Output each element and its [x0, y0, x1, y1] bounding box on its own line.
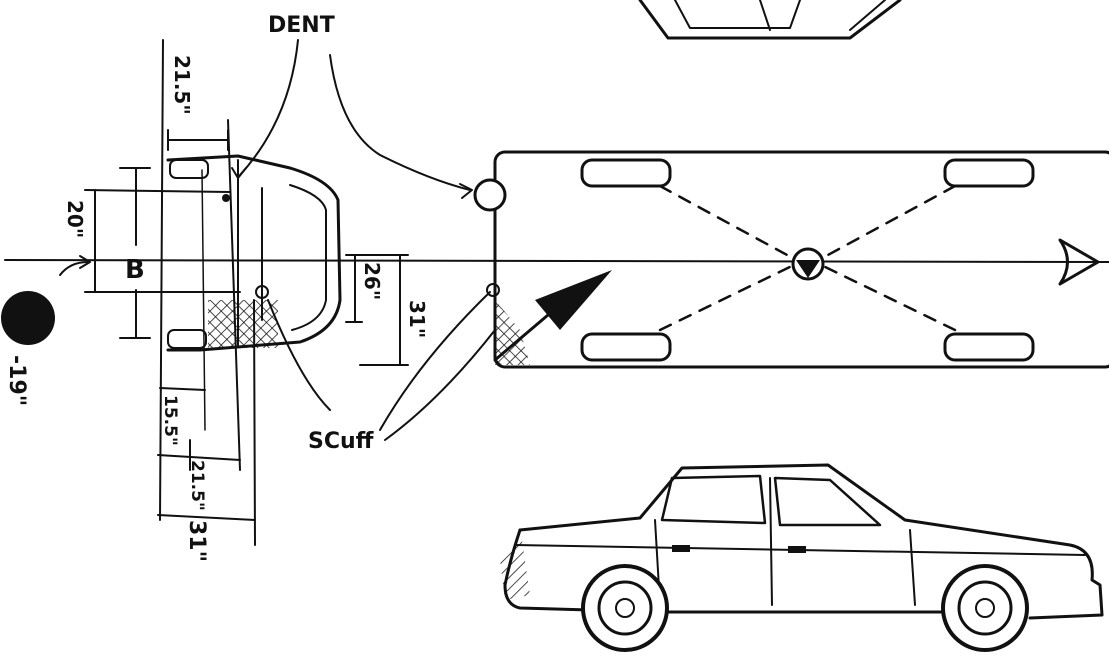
center-line [4, 259, 1109, 263]
dimension-31-right: 31" [405, 300, 429, 338]
top-vehicle-partial [638, 0, 902, 40]
top-215-dimension [167, 129, 229, 151]
leader-lines [231, 39, 496, 441]
bottom-dimensions [157, 387, 256, 521]
dimension-21-5-top: 21.5" [170, 55, 194, 115]
b-dimension [59, 167, 241, 339]
dimension-15-5: 15.5" [160, 395, 180, 446]
dimension-20: 20" [63, 200, 87, 238]
dent-label: DENT [268, 13, 335, 38]
front-view-vehicle [159, 39, 342, 546]
top-view-vehicle [473, 150, 1109, 369]
right-dimensions [345, 254, 409, 366]
pole-circle [1, 291, 55, 345]
dimension-19: -19" [4, 355, 29, 406]
scuff-label: SCuff [308, 429, 375, 454]
dimension-31-bottom: 31" [184, 520, 209, 562]
dimension-21-5-bottom: 21.5" [187, 460, 207, 511]
b-label: B [125, 255, 145, 285]
side-view-vehicle [500, 463, 1104, 652]
dimension-26: 26" [360, 262, 384, 300]
